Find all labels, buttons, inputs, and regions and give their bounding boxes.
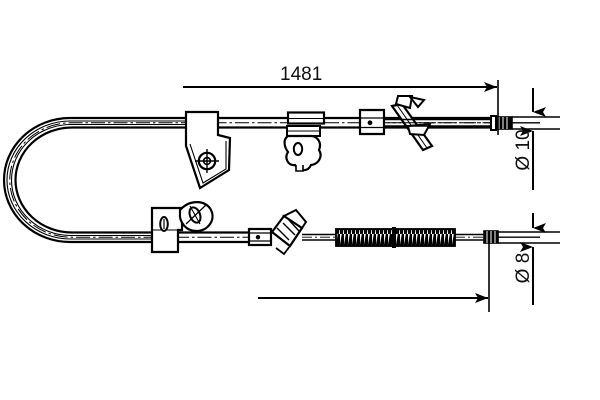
upper-lever-fitting	[358, 95, 434, 152]
upper-bracket-plate	[184, 110, 232, 190]
lower-coil-spring	[335, 227, 456, 248]
dimension-overall-length-label: 1481	[280, 64, 322, 85]
upper-retainer-clip	[283, 125, 322, 172]
lower-bracket-plate	[150, 201, 214, 254]
upper-end-terminal	[490, 115, 540, 131]
dimension-upper-diameter-label: Ø 10	[513, 129, 534, 170]
dimension-lower-diameter	[498, 213, 560, 305]
upper-cable-sleeve	[286, 111, 326, 125]
dimension-upper-diameter	[512, 88, 560, 190]
dimension-overall-length	[183, 80, 499, 135]
lower-thin-cable	[302, 233, 486, 241]
dimension-lower-length	[258, 243, 490, 312]
lower-end-terminal	[483, 230, 540, 244]
lower-mid-sleeve	[247, 227, 273, 247]
upper-thin-cable	[384, 118, 492, 127]
cable-loop	[2, 116, 195, 244]
lower-angled-clip	[270, 208, 308, 256]
dimension-lower-diameter-label: Ø 8	[513, 253, 534, 284]
lower-cable-run	[175, 231, 258, 244]
